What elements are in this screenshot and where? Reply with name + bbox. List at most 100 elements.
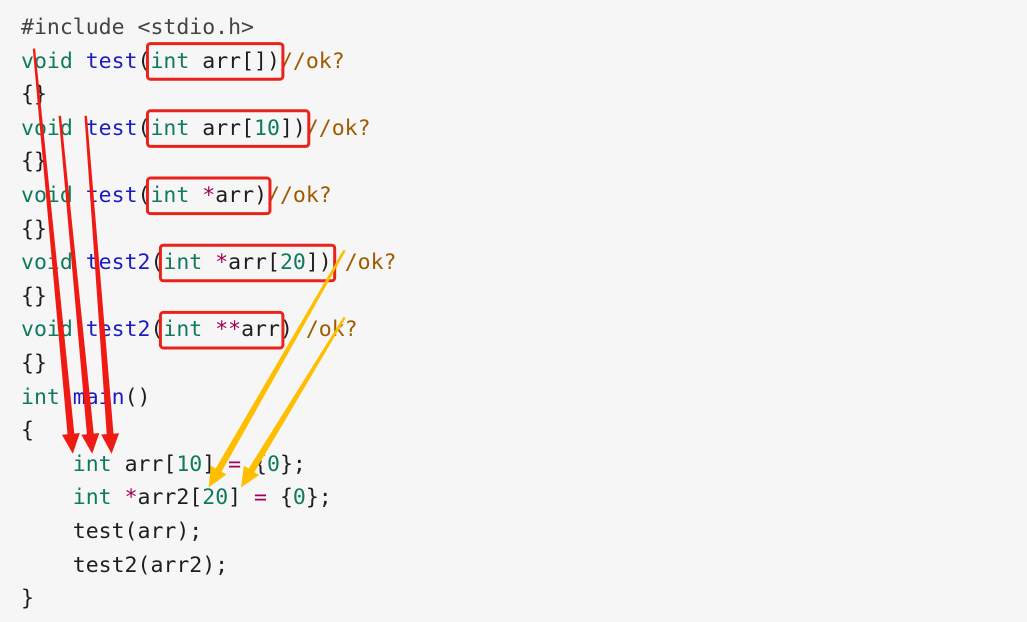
code-token (189, 183, 202, 208)
code-token: test (85, 48, 138, 74)
code-token: arr[ (111, 451, 177, 477)
code-token: //ok? (331, 250, 397, 276)
code-token (21, 452, 73, 477)
code-token: ) (292, 115, 306, 141)
code-token: ( (150, 250, 164, 276)
code-token (21, 485, 73, 510)
code-token: void (21, 115, 73, 141)
code-token (112, 485, 125, 510)
code-token: arr[] (189, 48, 267, 74)
code-line: {} (21, 280, 396, 314)
code-token: int (150, 115, 190, 141)
code-token: ) (266, 48, 280, 74)
code-token: test (85, 182, 138, 208)
code-token: {} (21, 350, 47, 376)
code-token: () (124, 384, 151, 410)
code-token: //ok? (292, 317, 358, 343)
code-line: { (21, 414, 396, 448)
code-token: ( (150, 317, 164, 343)
code-token: test(arr); (21, 518, 203, 544)
code-token: //ok? (305, 115, 371, 141)
code-token: ] (279, 115, 293, 141)
code-line: {} (21, 78, 396, 112)
code-token: {} (21, 216, 47, 242)
code-token: test (85, 115, 138, 141)
code-token (73, 49, 86, 74)
code-token: arr (215, 182, 255, 208)
code-token: { (241, 451, 267, 477)
code-token: { (267, 485, 293, 511)
code-line: {} (21, 213, 396, 247)
code-line: {} (21, 347, 396, 381)
code-line: void test2(int **arr)//ok? (21, 313, 396, 347)
code-token: //ok? (267, 182, 332, 208)
code-token (73, 317, 86, 342)
code-token: {} (21, 283, 47, 309)
code-token: {} (21, 82, 47, 108)
code-token: ( (137, 48, 151, 74)
code-token: ) (318, 250, 332, 276)
code-token: ) (279, 317, 293, 343)
code-line: test(arr); (21, 515, 396, 549)
code-line: void test(int *arr)//ok? (21, 179, 396, 213)
code-line: void test(int arr[])//ok? (21, 45, 396, 79)
code-token (73, 116, 86, 141)
code-token: = (254, 485, 267, 511)
code-line: void test2(int *arr[20])//ok? (21, 246, 396, 280)
code-token: arr2[ (137, 485, 203, 511)
code-token: int (72, 485, 112, 511)
code-token: * (124, 485, 138, 511)
code-token: ( (137, 182, 151, 208)
code-token: 20 (202, 485, 229, 511)
code-token: main (72, 384, 125, 410)
code-token: test2 (85, 250, 151, 276)
code-line: {} (21, 145, 396, 179)
code-token: 0 (292, 485, 306, 511)
code-token (73, 183, 86, 208)
code-token (60, 385, 73, 410)
code-line: } (21, 582, 396, 616)
code-token: void (21, 250, 73, 276)
code-token: * (215, 250, 229, 276)
code-token: void (21, 48, 73, 74)
code-token: arr[ (189, 115, 255, 141)
code-token: int (150, 182, 190, 208)
code-token: }; (279, 451, 306, 477)
code-token: ] (228, 485, 255, 511)
code-token: int (72, 451, 112, 477)
code-token: * (202, 182, 216, 208)
code-token: ** (215, 317, 242, 343)
code-token: int (163, 250, 203, 276)
code-token: ] (202, 451, 229, 477)
code-token (202, 317, 215, 342)
code-token: #include <stdio.h> (21, 15, 254, 40)
code-token: 10 (254, 115, 280, 141)
code-token: int (163, 317, 203, 343)
code-token: int (21, 384, 60, 410)
code-token: test2 (85, 317, 151, 343)
code-token (202, 250, 215, 275)
code-block: #include <stdio.h>void test(int arr[])//… (21, 11, 396, 616)
code-token: } (21, 586, 34, 612)
code-token (73, 250, 86, 275)
code-line: test2(arr2); (21, 549, 396, 583)
code-token: arr (241, 317, 280, 343)
code-token: ( (137, 115, 151, 141)
code-token: test2(arr2); (21, 552, 229, 578)
code-token: arr[ (228, 250, 280, 276)
code-line: #include <stdio.h> (21, 11, 396, 45)
code-token: ] (305, 250, 319, 276)
code-token: int (150, 48, 190, 74)
code-token: //ok? (279, 48, 345, 74)
code-line: int main() (21, 381, 396, 415)
code-line: void test(int arr[10])//ok? (21, 112, 396, 146)
code-token: 0 (266, 451, 280, 477)
code-token: 10 (176, 451, 203, 477)
code-token: void (21, 182, 73, 208)
code-token: 20 (279, 250, 306, 276)
code-token: { (21, 418, 34, 444)
code-token: }; (305, 485, 332, 511)
code-token: = (228, 451, 242, 477)
code-token: ) (254, 182, 268, 208)
code-line: int arr[10] = {0}; (21, 448, 396, 482)
